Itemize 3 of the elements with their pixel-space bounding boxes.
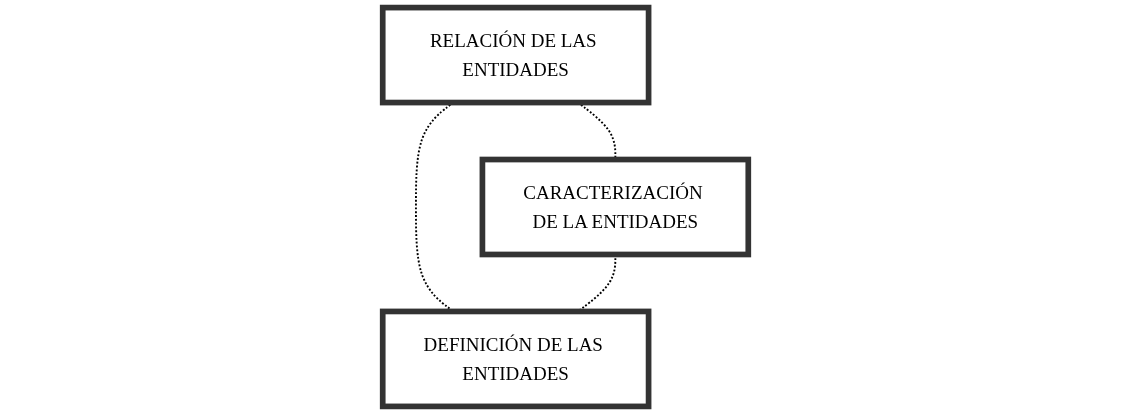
node-box: DEFINICIÓN DE LAS ENTIDADES: [379, 308, 652, 410]
node-box: CARACTERIZACIÓN DE LA ENTIDADES: [479, 156, 752, 258]
node-box: RELACIÓN DE LAS ENTIDADES: [379, 4, 652, 106]
